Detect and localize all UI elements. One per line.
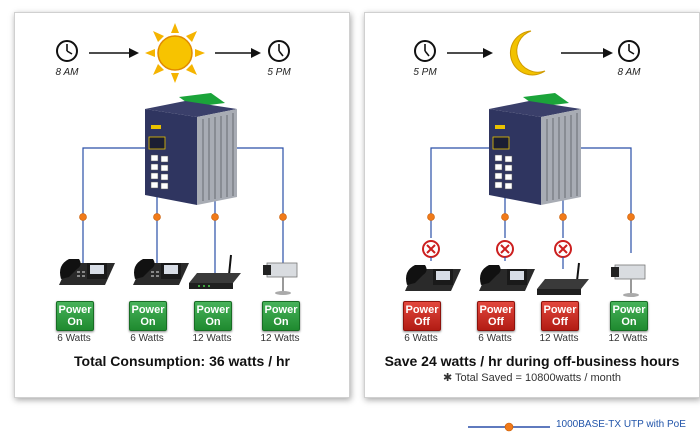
power-status-line1: Power — [543, 304, 577, 316]
poe-cable-legend-icon — [468, 422, 550, 432]
ip-phone-icon — [405, 265, 461, 291]
end-time-label: 8 AM — [617, 67, 641, 78]
poe-port-markers — [79, 213, 287, 221]
power-status-line1: Power — [264, 304, 298, 316]
device-watts: 6 Watts — [404, 333, 438, 344]
legend-label: 1000BASE-TX UTP with PoE — [556, 419, 686, 430]
power-status-line2: On — [67, 316, 83, 328]
power-status-line2: On — [273, 316, 289, 328]
savings-heading: Save 24 watts / hr during off-business h… — [384, 353, 680, 369]
arrow-right-icon — [215, 48, 261, 58]
start-time-label: 8 AM — [55, 67, 79, 78]
moon-icon — [509, 30, 546, 76]
device-watts: 6 Watts — [130, 333, 164, 344]
power-status-line2: On — [140, 316, 156, 328]
power-status-line2: Off — [552, 316, 568, 328]
monthly-savings-note: ✱ Total Saved = 10800watts / month — [442, 372, 622, 384]
daytime-diagram — [56, 23, 298, 295]
power-status-line2: Off — [414, 316, 430, 328]
device-watts: 12 Watts — [260, 333, 300, 344]
clock-icon — [56, 40, 78, 62]
poe-switch-icon — [489, 93, 581, 205]
ip-camera-icon — [263, 262, 298, 295]
power-status-line1: Power — [196, 304, 230, 316]
power-status-badge: Power Off — [541, 301, 579, 331]
power-status-badge: Power Off — [477, 301, 515, 331]
power-status-badge: Power On — [194, 301, 232, 331]
night-diagram — [405, 30, 646, 297]
power-status-line2: On — [205, 316, 221, 328]
power-status-badge: Power On — [129, 301, 167, 331]
clock-icon — [618, 40, 640, 62]
ip-phone-icon — [479, 265, 535, 291]
end-time-label: 5 PM — [267, 67, 291, 78]
power-status-badge: Power Off — [403, 301, 441, 331]
power-status-line1: Power — [58, 304, 92, 316]
device-watts: 12 Watts — [192, 333, 232, 344]
start-time-label: 5 PM — [413, 67, 437, 78]
night-panel: 5 PM 8 AM Power Off Power Off Power Off … — [364, 12, 700, 398]
clock-icon — [268, 40, 290, 62]
power-cut-icon — [496, 240, 514, 258]
ip-phone-icon — [133, 259, 189, 285]
power-status-line1: Power — [131, 304, 165, 316]
power-status-line1: Power — [479, 304, 513, 316]
device-watts: 12 Watts — [608, 333, 648, 344]
daytime-panel: 8 AM 5 PM Power On Power On Power On Pow… — [14, 12, 350, 398]
clock-icon — [414, 40, 436, 62]
power-status-line1: Power — [405, 304, 439, 316]
arrow-right-icon — [89, 48, 139, 58]
power-cut-icon — [422, 240, 440, 258]
ip-phone-icon — [59, 259, 115, 285]
power-status-line2: On — [621, 316, 637, 328]
poe-cables — [430, 257, 564, 269]
power-status-badge: Power On — [262, 301, 300, 331]
total-consumption-heading: Total Consumption: 36 watts / hr — [74, 353, 290, 369]
device-watts: 6 Watts — [478, 333, 512, 344]
legend: 1000BASE-TX UTP with PoE — [466, 419, 696, 434]
power-status-line2: Off — [488, 316, 504, 328]
access-point-icon — [537, 262, 589, 295]
arrow-right-icon — [447, 48, 493, 58]
poe-port-markers — [427, 213, 635, 221]
device-watts: 12 Watts — [539, 333, 579, 344]
poe-switch-icon — [145, 93, 237, 205]
ip-camera-icon — [611, 264, 646, 297]
power-status-badge: Power On — [56, 301, 94, 331]
device-watts: 6 Watts — [57, 333, 91, 344]
sun-icon — [145, 23, 205, 83]
power-status-line1: Power — [612, 304, 646, 316]
power-status-badge: Power On — [610, 301, 648, 331]
arrow-right-icon — [561, 48, 613, 58]
power-cut-icon — [554, 240, 572, 258]
access-point-icon — [189, 254, 241, 289]
